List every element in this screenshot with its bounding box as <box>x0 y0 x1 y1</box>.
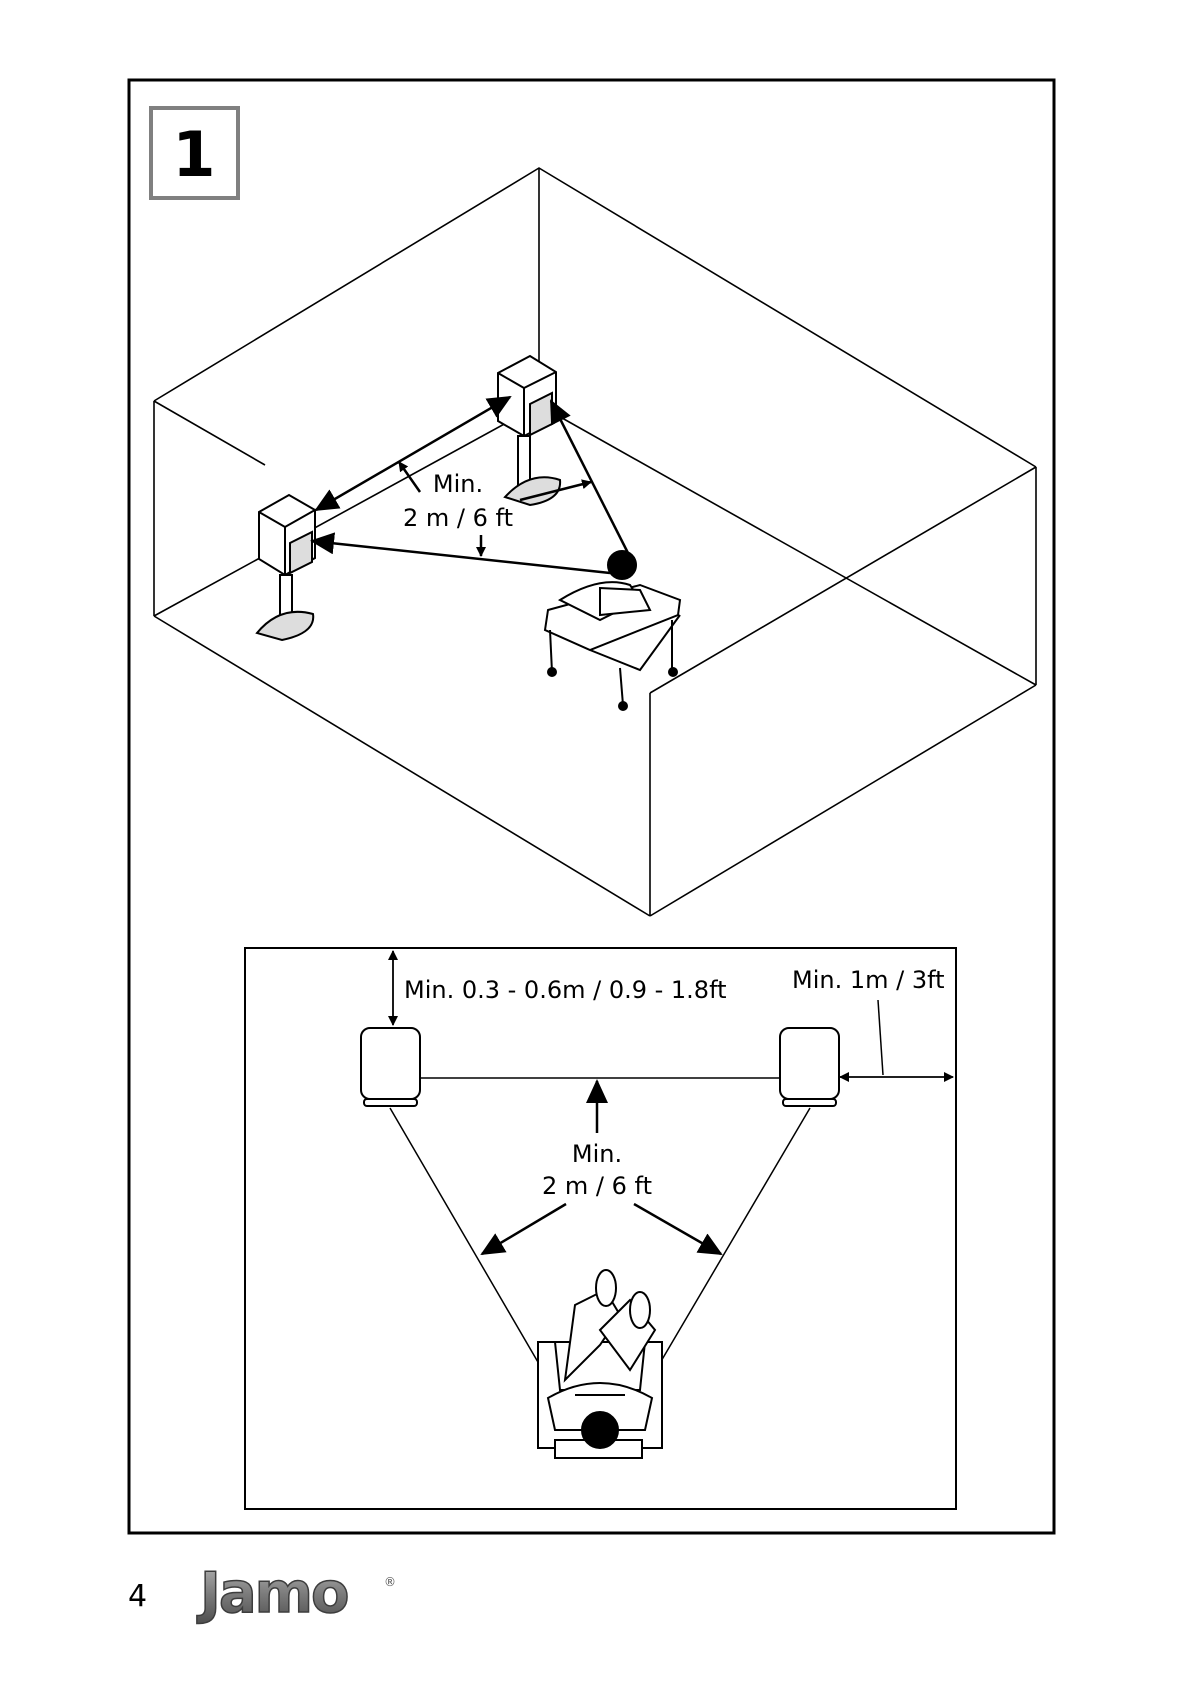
brand-logo-wordmark: Jamo <box>196 1561 348 1626</box>
room-spacing-label-line1: Min. <box>433 470 483 498</box>
listener-in-armchair <box>545 551 680 710</box>
brand-registered-mark: ® <box>384 1575 396 1589</box>
room-spacing-label-line2: 2 m / 6 ft <box>403 504 513 532</box>
page-number: 4 <box>128 1579 147 1614</box>
side-wall-distance-label: Min. 1m / 3ft <box>792 966 945 994</box>
figure-number-box: 1 <box>151 108 238 198</box>
side-wall-leader-line <box>878 1000 883 1075</box>
top-spacing-label-line2: 2 m / 6 ft <box>542 1172 652 1200</box>
top-speaker-right <box>780 1028 839 1106</box>
speaker-front-left <box>257 495 315 640</box>
top-spacing-label-line1: Min. <box>572 1140 622 1168</box>
back-wall-distance-label: Min. 0.3 - 0.6m / 0.9 - 1.8ft <box>404 976 727 1004</box>
top-speaker-left <box>361 1028 420 1106</box>
brand-logo: Jamo ® <box>196 1561 396 1626</box>
figure-number: 1 <box>172 118 215 191</box>
top-listener-in-armchair <box>538 1270 662 1458</box>
speaker-back-right <box>498 356 560 505</box>
